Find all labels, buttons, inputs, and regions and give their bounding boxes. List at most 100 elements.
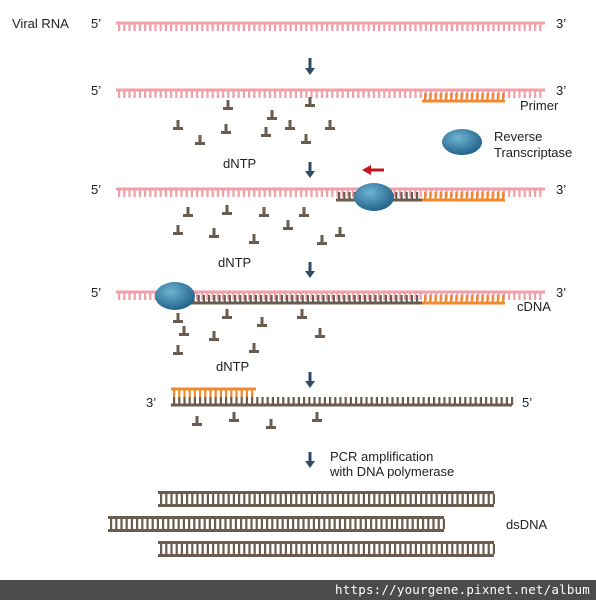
dsdna-strand-1-rung — [238, 494, 241, 504]
dsdna-strand-2-rung — [380, 519, 383, 529]
footer-url[interactable]: https://yourgene.pixnet.net/album — [335, 582, 590, 597]
cdna-template-step5-tick — [500, 397, 503, 405]
rna-strand-step2-tick — [149, 90, 152, 98]
primer-strand-step3 — [422, 192, 505, 202]
dsdna-strand-1-rung — [186, 494, 189, 504]
cdna-template-step5-tick — [511, 397, 514, 405]
viral-rna-strand-tick — [206, 23, 209, 31]
strands-layer — [108, 21, 545, 557]
dsdna-strand-1-rung — [331, 494, 334, 504]
viral-rna-strand-tick — [497, 23, 500, 31]
rna-strand-step4-tick — [404, 292, 407, 300]
dsdna-strand-1-rung — [212, 494, 215, 504]
dsdna-strand-3-rung — [466, 544, 469, 554]
dsdna-strand-3-rung — [196, 544, 199, 554]
viral-rna-strand-tick — [305, 23, 308, 31]
dntp-bar — [312, 419, 322, 422]
cdna-template-step5-tick — [464, 397, 467, 405]
rna-strand-step2-tick — [352, 90, 355, 98]
cdna-partial-step3-tick — [343, 192, 346, 200]
left-arrow-icon — [362, 165, 384, 175]
viral-rna-strand-tick — [211, 23, 214, 31]
rna-strand-step3-tick — [518, 189, 521, 197]
down-arrow-icon — [305, 262, 315, 278]
dsdna-strand-3-rung — [404, 544, 407, 554]
t-shape-icon — [209, 228, 219, 238]
viral-rna-strand-tick — [482, 23, 485, 31]
dsdna-strand-1-rung — [451, 494, 454, 504]
rna-strand-step3-tick — [315, 189, 318, 197]
viral-rna-strand-tick — [300, 23, 303, 31]
dsdna-strand-3-rung — [492, 544, 495, 554]
rna-strand-step3-tick — [175, 189, 178, 197]
rna-strand-step3-tick — [414, 189, 417, 197]
dsdna-strand-3-rung — [206, 544, 209, 554]
rna-strand-step3-tick — [216, 189, 219, 197]
rna-strand-step4-tick — [128, 292, 131, 300]
cdna-template-step5-tick — [427, 397, 430, 405]
viral-rna-strand-tick — [201, 23, 204, 31]
dsdna-strand-2-rung — [359, 519, 362, 529]
down-arrow-icon — [305, 162, 315, 178]
dsdna-strand-1-rung — [326, 494, 329, 504]
viral-rna-strand-tick — [513, 23, 516, 31]
t-shape-icon — [305, 97, 315, 107]
dsdna-strand-3-rung — [383, 544, 386, 554]
primer-strand-step4-tick — [434, 295, 437, 303]
five-prime-label-2: 5’ — [91, 83, 101, 98]
cdna-template-step5-tick — [209, 397, 212, 405]
rna-strand-step2-tick — [336, 90, 339, 98]
dsdna-strand-3-rung — [201, 544, 204, 554]
viral-rna-strand-tick — [159, 23, 162, 31]
cdna-template-step5-tick — [474, 397, 477, 405]
dsdna-strand-3-rung — [477, 544, 480, 554]
rna-strand-step2-tick — [185, 90, 188, 98]
viral-rna-strand-tick — [404, 23, 407, 31]
rna-strand-step4-tick — [367, 292, 370, 300]
viral-rna-label: Viral RNA — [12, 16, 69, 31]
cdna-full-step4-tick — [400, 295, 403, 303]
rna-strand-step3-tick — [211, 189, 214, 197]
rna-strand-step4-tick — [123, 292, 126, 300]
rna-strand-step3-tick — [289, 189, 292, 197]
second-primer-step5-tick — [209, 389, 212, 397]
cdna-full-step4-tick — [384, 295, 387, 303]
dsdna-strand-1-rung — [336, 494, 339, 504]
dsdna-strand-2-rung — [162, 519, 165, 529]
dsdna-strand-1-rung — [383, 494, 386, 504]
cdna-template-step5-tick — [344, 397, 347, 405]
rna-strand-step3-tick — [242, 189, 245, 197]
rna-strand-step3-tick — [279, 189, 282, 197]
primer-strand-step4-tick — [502, 295, 505, 303]
second-primer-step5-backbone — [171, 387, 256, 391]
dsdna-strand-3-rung — [160, 544, 163, 554]
dsdna-strand-3-rung — [165, 544, 168, 554]
viral-rna-strand-tick — [274, 23, 277, 31]
dsdna-strand-2-rung — [219, 519, 222, 529]
cdna-full-step4-backbone — [180, 301, 422, 305]
dsdna-strand-3-rung — [180, 544, 183, 554]
viral-rna-strand-tick — [346, 23, 349, 31]
dsdna-strand-2-rung — [312, 519, 315, 529]
dsdna-strand-2-rung — [245, 519, 248, 529]
dntp-stem — [262, 207, 266, 215]
rna-strand-step4-tick — [310, 292, 313, 300]
viral-rna-strand-tick — [118, 23, 121, 31]
rna-strand-step2-tick — [393, 90, 396, 98]
dntp-stem — [225, 309, 229, 317]
dntp-bar — [249, 350, 259, 353]
dsdna-strand-3-rung — [388, 544, 391, 554]
cdna-full-step4-tick — [244, 295, 247, 303]
dntp-bar — [259, 214, 269, 217]
cdna-full-step4-tick — [296, 295, 299, 303]
dntp-stem — [302, 207, 306, 215]
dsdna-strand-2-rung — [229, 519, 232, 529]
dntp-stem — [252, 234, 256, 242]
primer-strand-step3-tick — [470, 192, 473, 200]
dsdna-strand-1-rung — [420, 494, 423, 504]
dntp-stem — [320, 235, 324, 243]
primer-strand-step4-tick — [429, 295, 432, 303]
dsdna-strand-3-rung — [394, 544, 397, 554]
three-prime-label-2: 3’ — [556, 83, 566, 98]
down-arrow-head — [305, 171, 315, 178]
